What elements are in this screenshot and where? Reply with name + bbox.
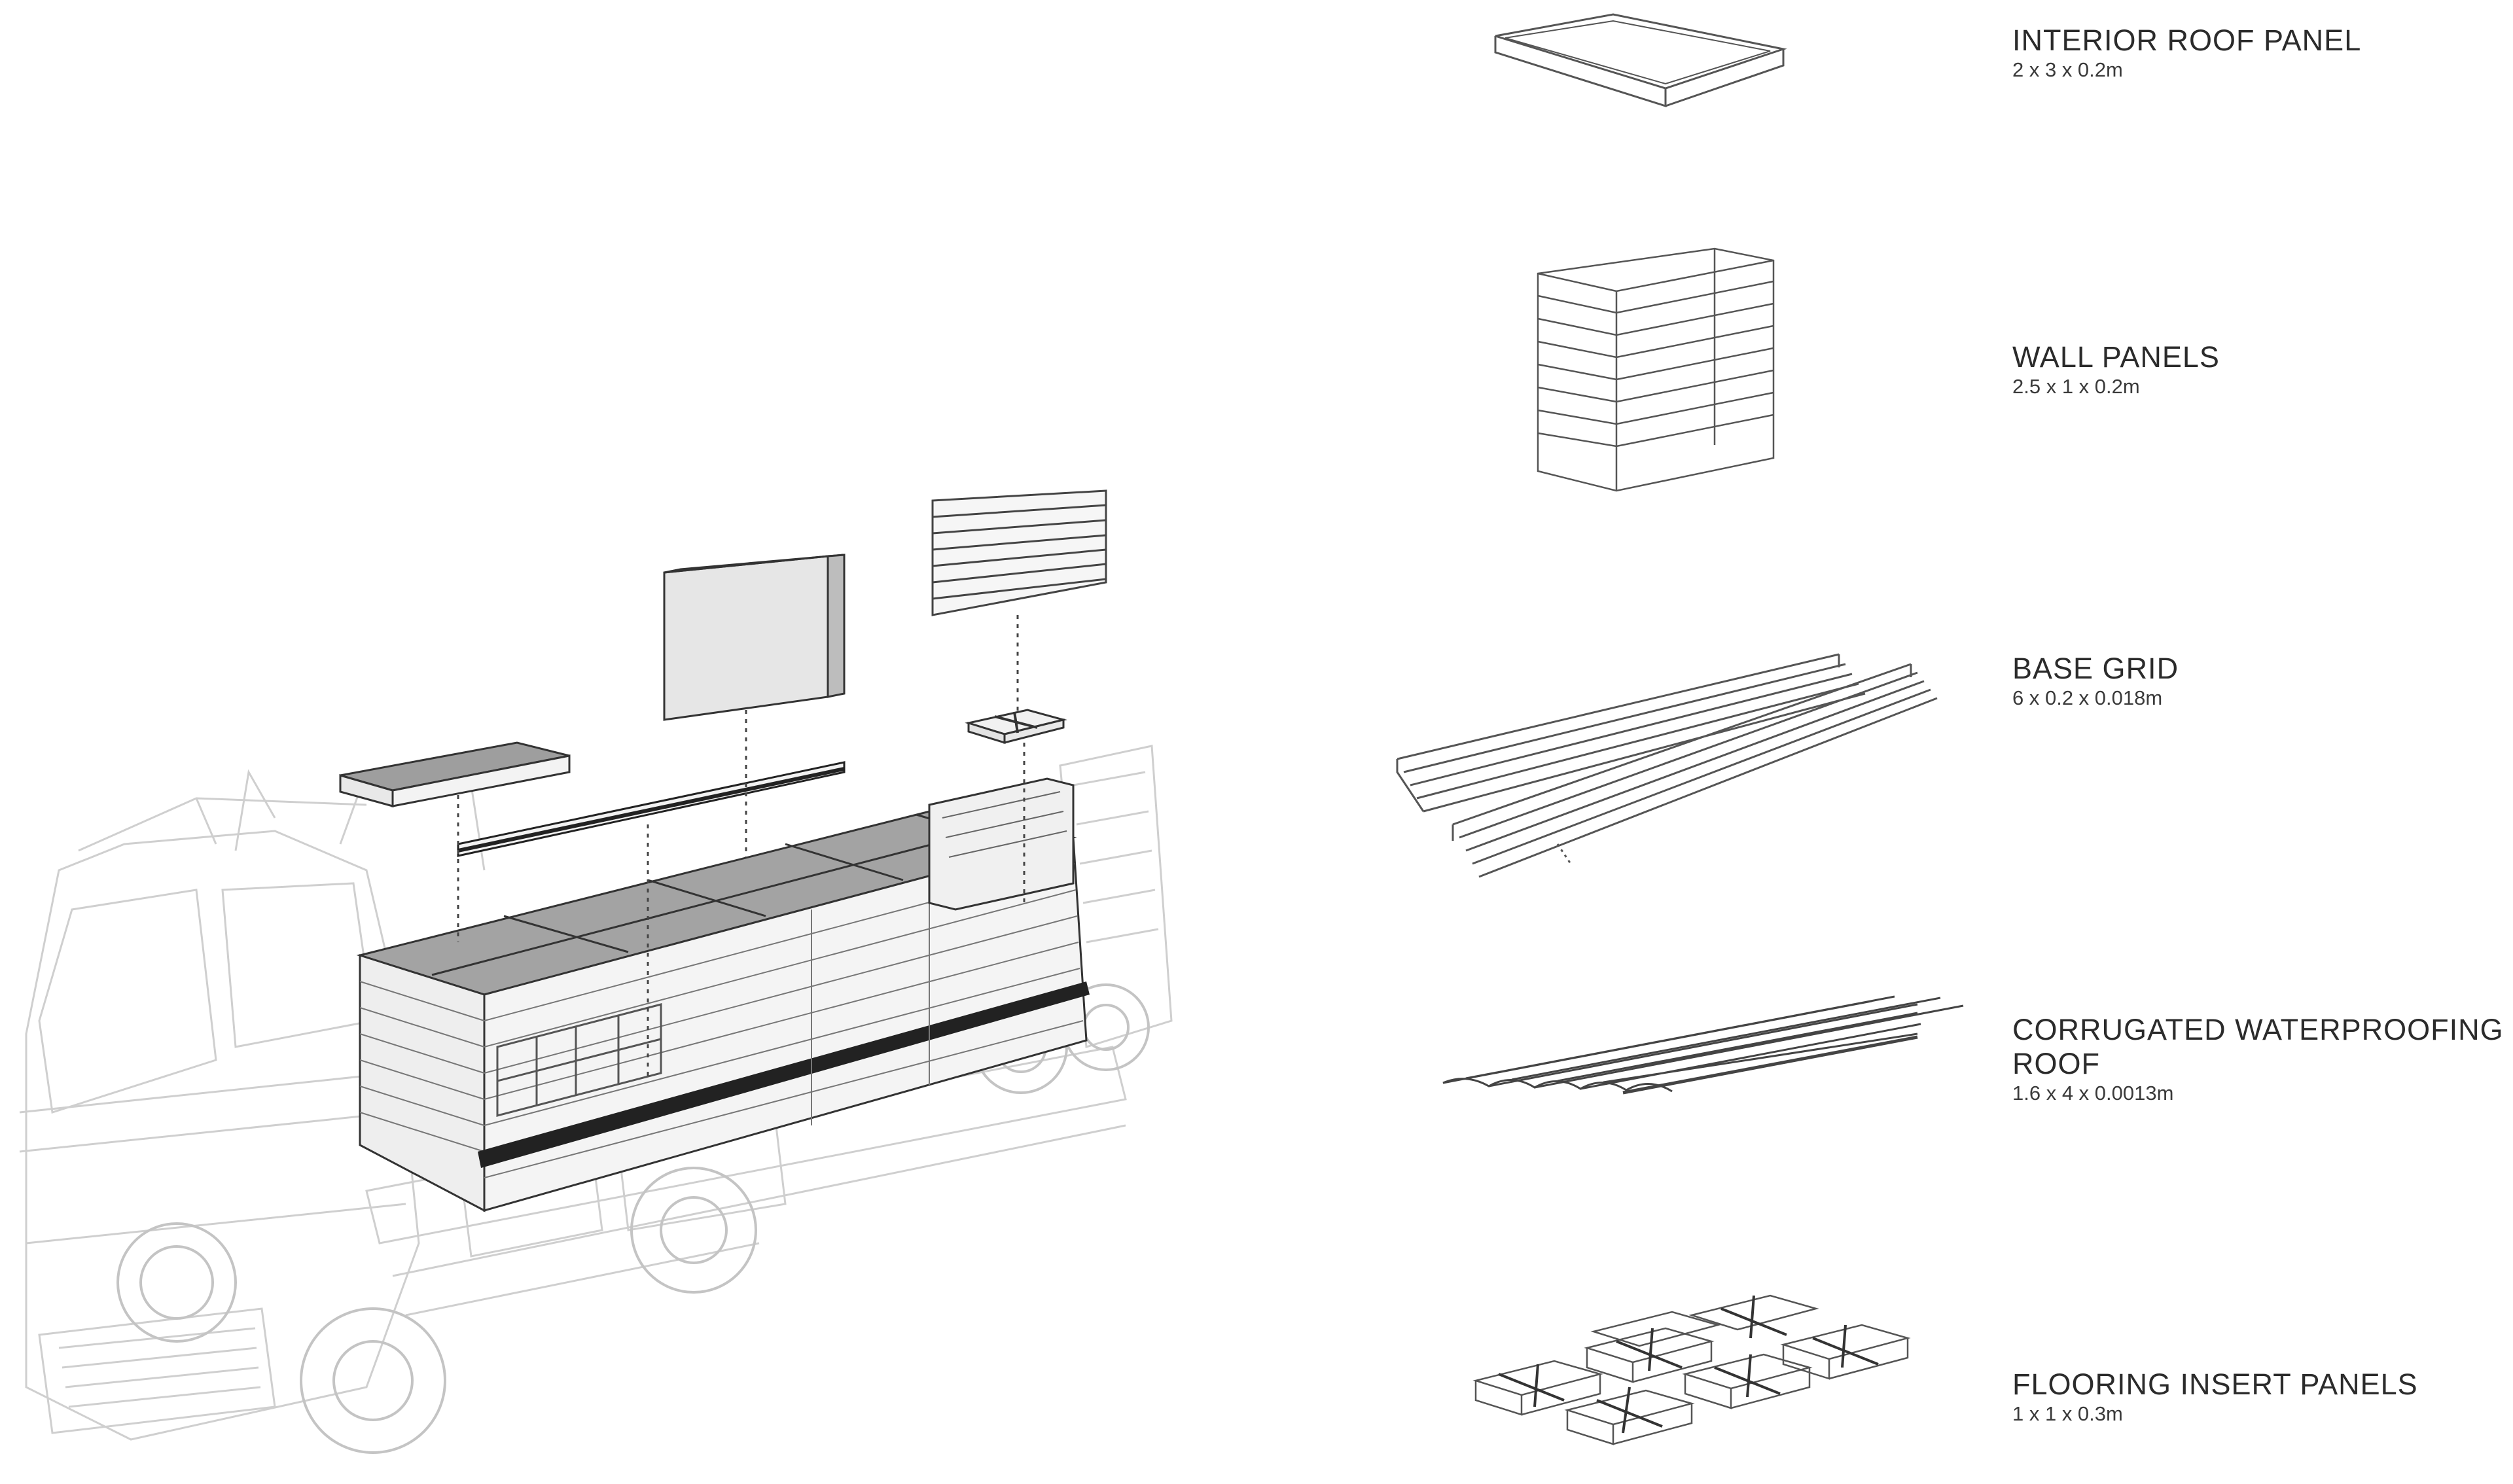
component-name: BASE GRID [2012,652,2179,685]
exploded-corrugated-sheet [931,489,1107,616]
label-interior-roof-panel: INTERIOR ROOF PANEL 2 x 3 x 0.2m [2012,24,2361,82]
label-base-grid: BASE GRID 6 x 0.2 x 0.018m [2012,652,2179,711]
component-name: FLOORING INSERT PANELS [2012,1368,2418,1401]
label-corrugated-roof: CORRUGATED WATERPROOFING ROOF 1.6 x 4 x … [2012,1013,2513,1106]
component-dimensions: 1 x 1 x 0.3m [2012,1402,2123,1425]
label-wall-panels: WALL PANELS 2.5 x 1 x 0.2m [2012,340,2220,399]
corrugated-roof-icon [1442,995,1964,1095]
assembly-guide-lines [457,615,1025,1080]
exploded-flooring-insert [965,709,1067,745]
component-dimensions: 6 x 0.2 x 0.018m [2012,686,2163,709]
component-dimensions: 1.6 x 4 x 0.0013m [2012,1082,2174,1104]
roof-panel-icon [1494,13,1787,108]
exploded-wall-panel [663,554,846,721]
component-name: WALL PANELS [2012,340,2220,374]
assembled-module [356,777,1090,1212]
component-name: CORRUGATED WATERPROOFING ROOF [2012,1013,2504,1080]
component-name: INTERIOR ROOF PANEL [2012,24,2362,57]
base-grid-icon [1396,653,1938,878]
exploded-roof-panel [339,741,571,807]
component-dimensions: 2 x 3 x 0.2m [2012,58,2123,81]
flooring-panels-icon [1472,1294,1911,1445]
component-dimensions: 2.5 x 1 x 0.2m [2012,375,2140,398]
label-flooring-insert-panels: FLOORING INSERT PANELS 1 x 1 x 0.3m [2012,1368,2418,1426]
wall-panels-icon [1537,247,1775,492]
